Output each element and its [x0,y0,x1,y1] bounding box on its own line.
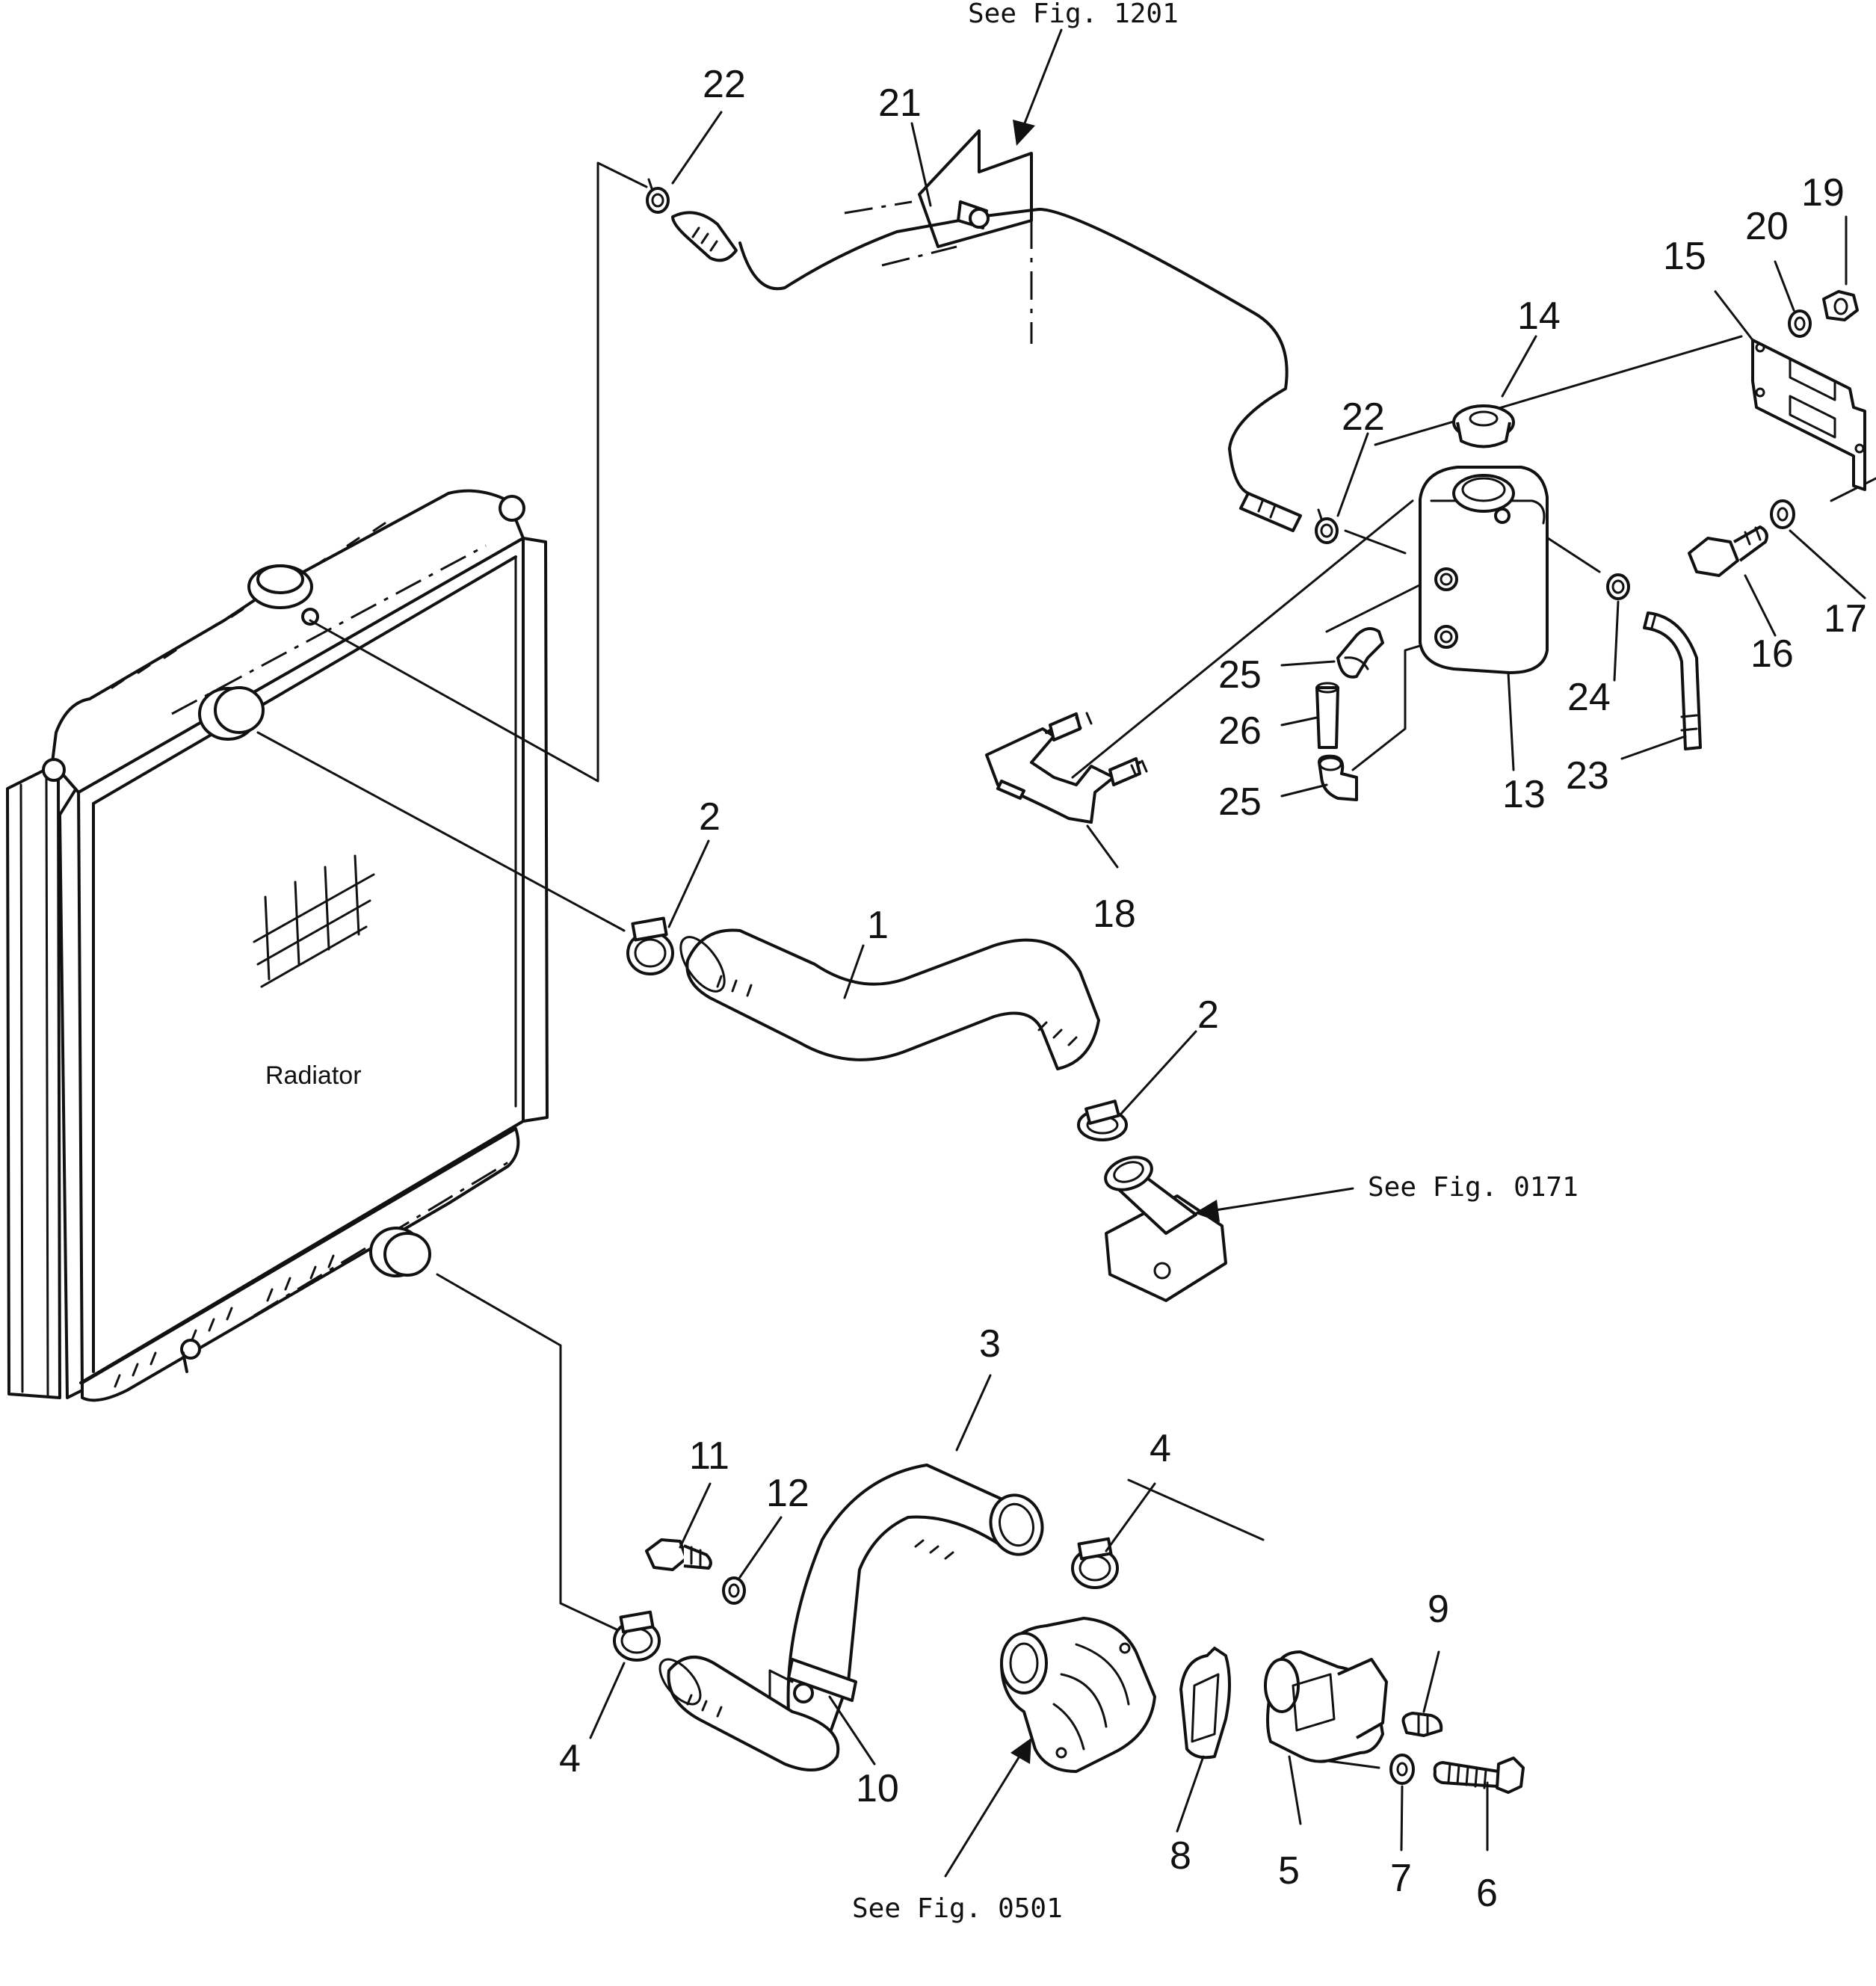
hose-clip-22-top-icon [646,178,670,214]
part-number-19: 19 [1801,171,1845,215]
bolt-16-icon [1688,525,1768,577]
bolt-6-icon [1433,1757,1525,1794]
nut-19-icon [1822,290,1859,321]
plug-9-icon [1401,1712,1443,1737]
part-number-23: 23 [1566,754,1609,798]
part-number-9: 9 [1428,1588,1449,1631]
part-number-2-lower: 2 [1197,993,1219,1037]
see-fig-0171-label: See Fig. 0171 [1368,1172,1579,1203]
part-number-5: 5 [1278,1849,1300,1893]
radiator-label: Radiator [265,1061,362,1090]
hose-clip-22-mid-icon [1315,508,1339,544]
part-number-18: 18 [1093,892,1136,936]
part-number-10: 10 [856,1767,899,1810]
reservoir-tank-icon [1419,466,1549,674]
bolt-11-icon [645,1538,712,1571]
washer-7-icon [1389,1754,1415,1785]
part-number-25-upper: 25 [1218,653,1262,697]
hose-clip-24-icon [1606,573,1630,600]
hose-bracket-10-icon [768,1658,857,1703]
thermostat-housing-icon [1104,1156,1227,1302]
part-number-1: 1 [867,904,889,947]
radiator-cap-icon [247,564,319,626]
hose-26-icon [1315,682,1339,749]
lower-hose-3-icon [658,1464,1044,1771]
radiator-assembly: Radiator [6,489,549,1402]
number-leaders [589,111,1866,1851]
hose-clamp-2-lower-icon [1077,1100,1128,1141]
part-number-11: 11 [689,1434,729,1478]
part-number-25-lower: 25 [1218,780,1262,824]
bypass-hose-assembly [671,129,1302,532]
hose-clamp-4-left-icon [613,1610,661,1662]
tank-bracket-18-icon [985,712,1148,824]
radiator-lower-outlet-icon [369,1227,431,1277]
hose-clamp-4-right-icon [1071,1537,1119,1589]
washer-12-icon [722,1576,746,1605]
part-number-12: 12 [766,1472,809,1515]
washer-20-icon [1788,309,1812,338]
water-pump-icon [1000,1617,1156,1773]
upper-hose-1-icon [679,928,1100,1070]
part-number-22-top: 22 [703,63,746,106]
part-number-20: 20 [1745,205,1789,248]
overflow-hose-23-icon [1643,611,1702,750]
washer-17-icon [1770,499,1795,529]
part-number-labels: 22 21 22 14 15 20 19 16 17 24 23 13 25 2… [559,63,1867,1915]
part-number-21: 21 [878,81,922,125]
part-number-4-left: 4 [559,1737,581,1780]
part-number-7: 7 [1390,1857,1412,1900]
water-connector-5-icon [1264,1650,1388,1763]
radiator-core-hatch [253,854,375,988]
mounting-bracket-15-icon [1751,339,1866,491]
part-number-22-mid: 22 [1342,395,1385,439]
part-number-6: 6 [1476,1872,1498,1915]
elbow-fitting-25-lower-icon [1318,754,1358,801]
reference-arrows [944,28,1354,1878]
see-fig-0501-label: See Fig. 0501 [852,1893,1063,1924]
part-number-24: 24 [1567,676,1611,719]
see-fig-1201-label: See Fig. 1201 [968,0,1179,29]
reservoir-cap-icon [1452,404,1515,448]
part-number-2-upper: 2 [699,795,721,839]
gasket-8-icon [1179,1647,1231,1760]
part-number-14: 14 [1517,294,1561,338]
part-number-15: 15 [1663,235,1706,278]
part-number-8: 8 [1170,1834,1191,1878]
reference-labels: See Fig. 1201 See Fig. 0171 See Fig. 050… [852,0,1579,1924]
part-number-3: 3 [979,1322,1001,1366]
part-number-13: 13 [1502,773,1546,816]
radiator-upper-inlet-icon [198,686,265,741]
part-number-26: 26 [1218,709,1262,753]
part-number-4-right: 4 [1150,1427,1171,1470]
part-number-16: 16 [1750,632,1794,676]
part-number-17: 17 [1824,597,1867,641]
elbow-fitting-25-upper-icon [1336,627,1384,679]
hose-clamp-2-upper-icon [626,916,674,975]
